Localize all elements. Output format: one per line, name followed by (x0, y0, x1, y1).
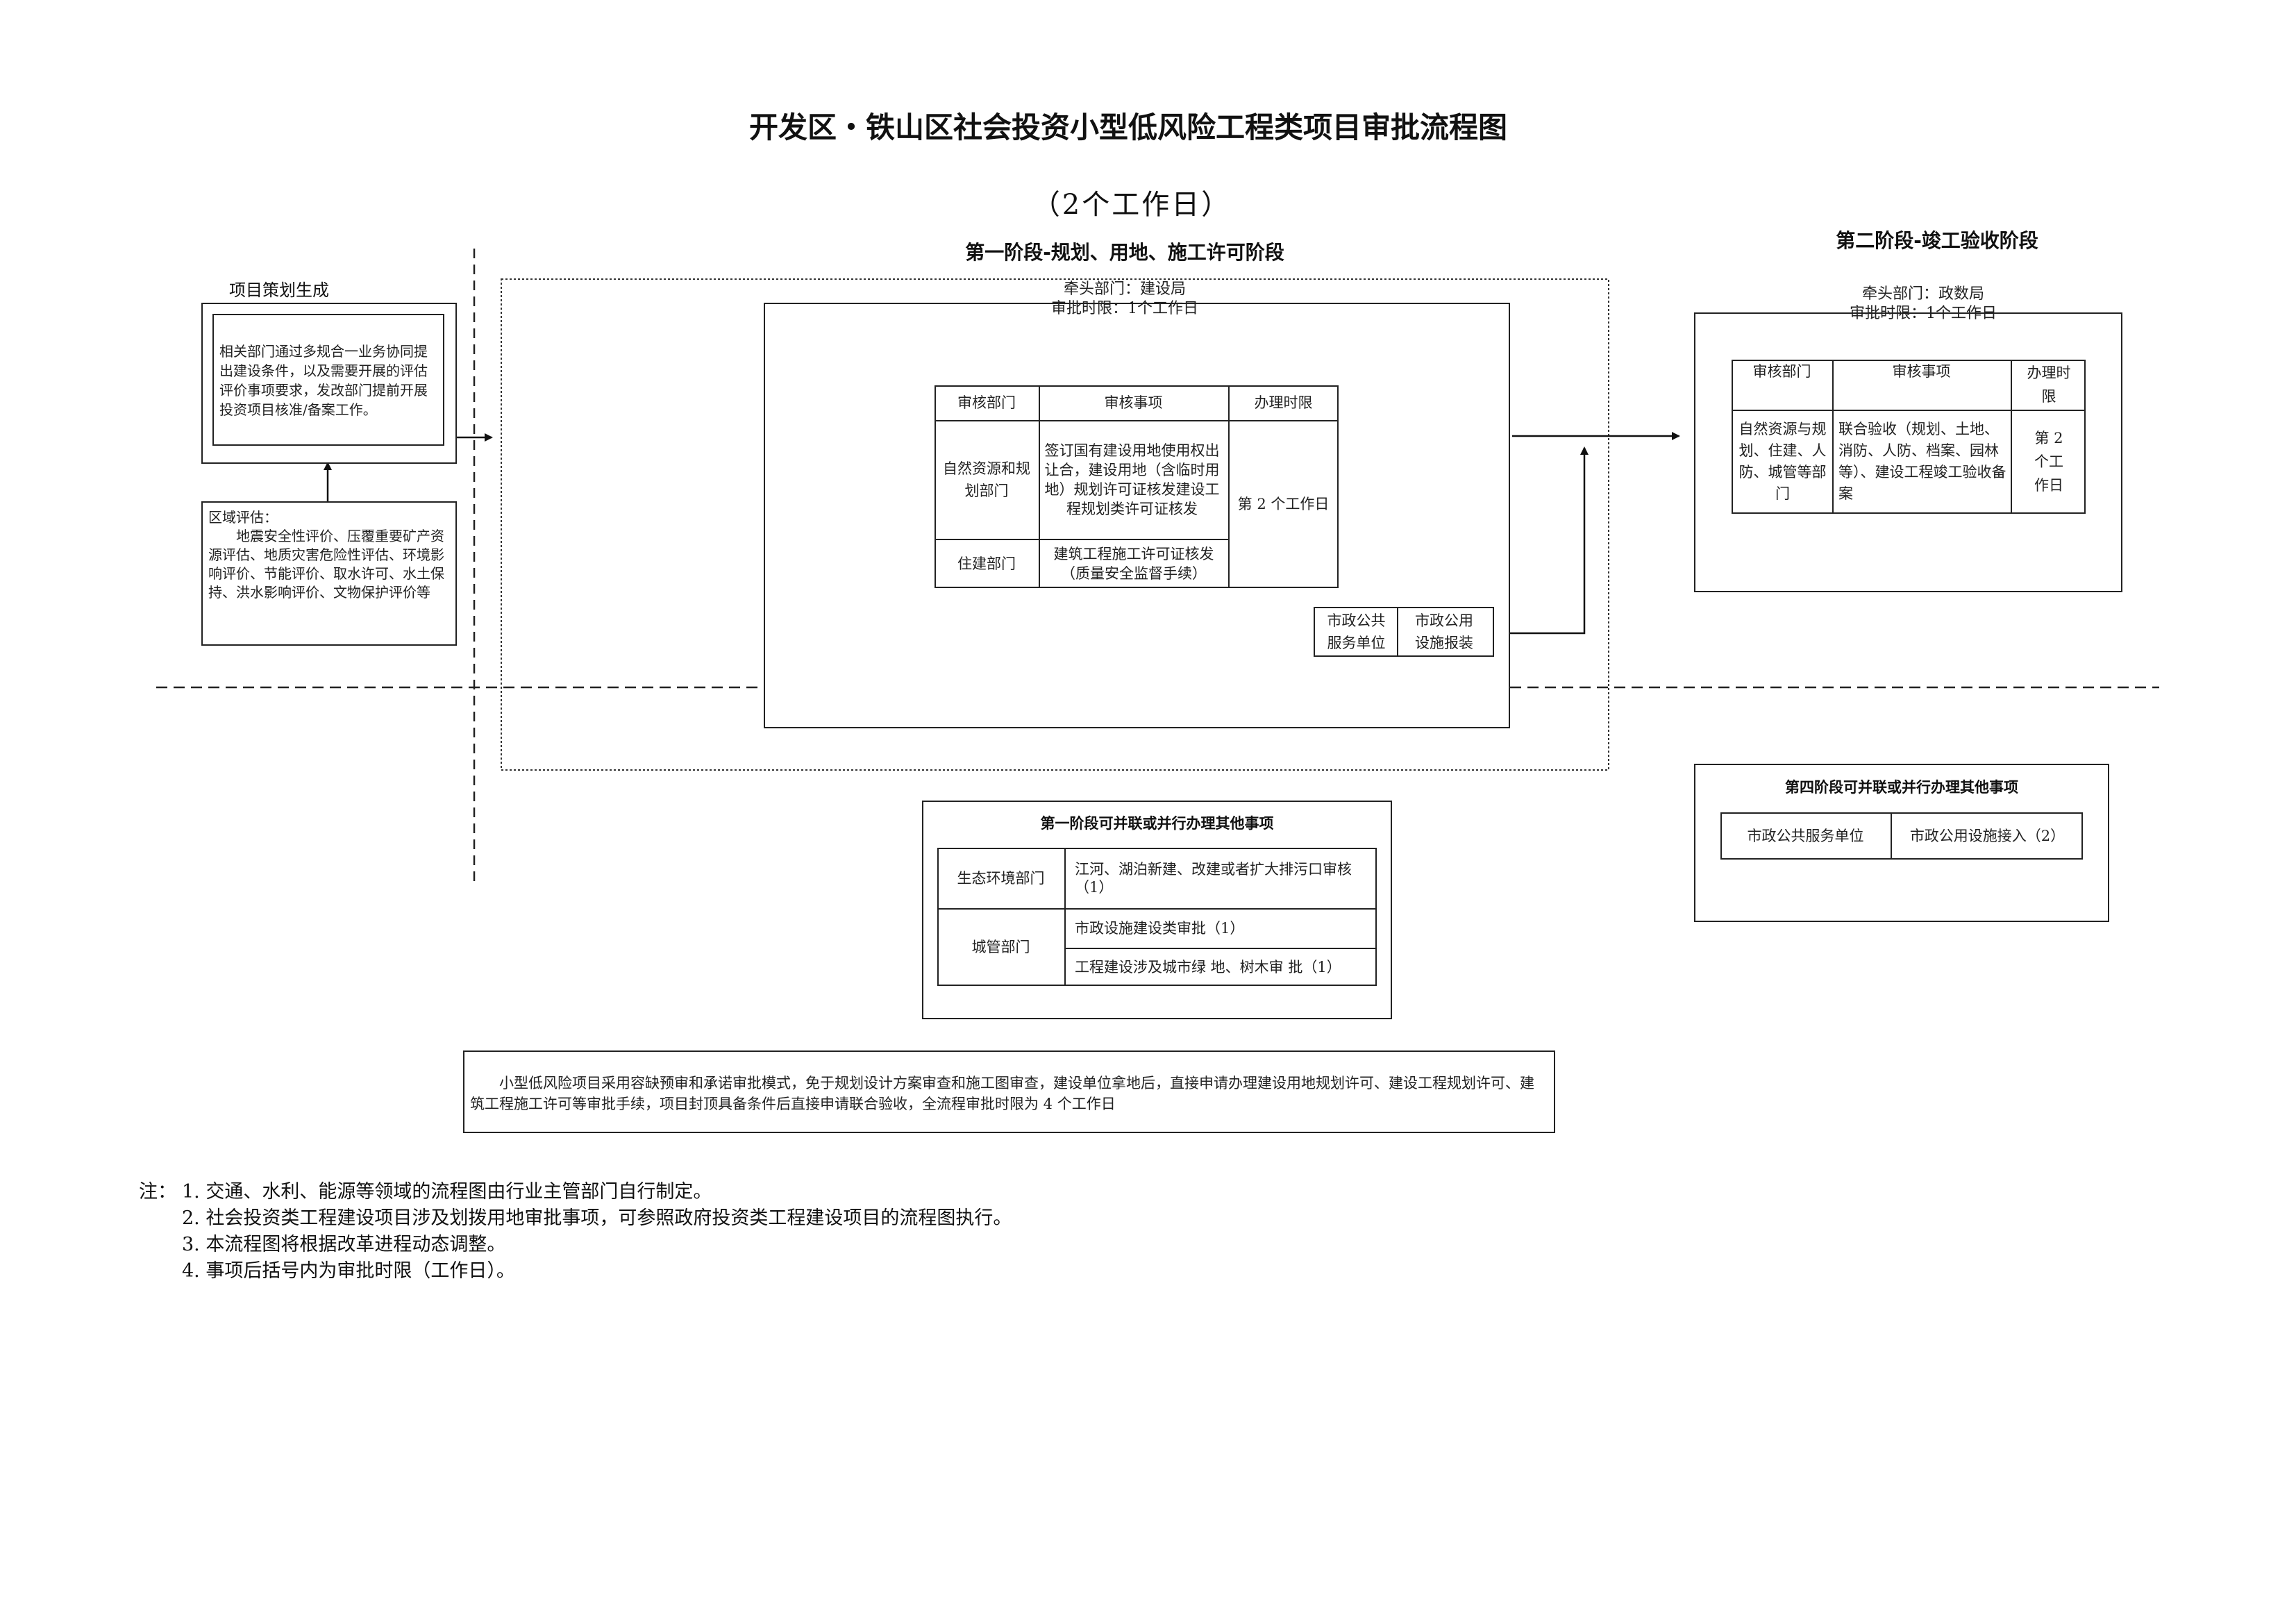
stage2-title: 第二阶段-竣工验收阶段 (1836, 229, 2038, 252)
stage1-municipal-item: 市政公用设施报装 (1415, 612, 1473, 651)
stage1-inner-frame (764, 303, 1510, 728)
stage1-row1-dept: 自然资源和规划部门 (943, 460, 1030, 499)
stage1-time-limit: 审批时限：1个工作日 (1051, 300, 1198, 317)
stage1-parallel-title: 第一阶段可并联或并行办理其他事项 (1040, 815, 1274, 832)
stage1-header-item: 审核事项 (1104, 394, 1163, 411)
stage1-parallel-row2-dept: 城管部门 (971, 939, 1030, 955)
note-item-4: 4. 事项后括号内为审批时限（工作日）。 (182, 1260, 515, 1282)
stage4-parallel-item: 市政公用设施接入（2） (1909, 828, 2065, 844)
regional-assessment-content: 地震安全性评价、压覆重要矿产资源评估、地质灾害危险性评估、环境影响评价、节能评价… (208, 528, 444, 601)
stage1-municipal-unit: 市政公共服务单位 (1327, 612, 1386, 651)
stage2-frame (1694, 312, 2122, 592)
note-item-2: 2. 社会投资类工程建设项目涉及划拨用地审批事项，可参照政府投资类工程建设项目的… (182, 1207, 1012, 1229)
page-subtitle: （2个工作日） (1032, 189, 1232, 221)
stage1-municipal-box: 市政公共服务单位 市政公用设施报装 (1314, 607, 1494, 657)
note-item-3: 3. 本流程图将根据改革进程动态调整。 (182, 1234, 506, 1255)
stage1-parallel-row1-dept: 生态环境部门 (957, 869, 1045, 887)
stage1-parallel-row1-item: 江河、湖泊新建、改建或者扩大排污口审核（1） (1075, 860, 1352, 896)
stage4-parallel-table: 市政公共服务单位 市政公用设施接入（2） (1720, 812, 2083, 860)
regional-assessment-label: 区域评估： (208, 509, 278, 526)
project-planning-label: 项目策划生成 (229, 281, 329, 300)
stage4-parallel-unit: 市政公共服务单位 (1747, 828, 1864, 844)
stage4-parallel-box (1694, 764, 2109, 922)
stage2-header-duration: 办理时限 (2027, 365, 2071, 405)
stage1-parallel-row2-item1: 市政设施建设类审批（1） (1075, 919, 1245, 937)
stage2-header-dept: 审核部门 (1752, 363, 1811, 380)
description-box: 小型低风险项目采用容缺预审和承诺审批模式，免于规划设计方案审查和施工图审查，建设… (463, 1050, 1555, 1133)
stage1-header-duration: 办理时限 (1254, 394, 1313, 411)
notes-prefix: 注： (139, 1181, 176, 1203)
stage1-parallel-table: 生态环境部门 江河、湖泊新建、改建或者扩大排污口审核（1） 城管部门 市政设施建… (937, 848, 1377, 986)
stage2-duration: 第 2 个工作日 (2034, 430, 2063, 494)
regional-assessment-box: 区域评估： 地震安全性评价、压覆重要矿产资源评估、地质灾害危险性评估、环境影响评… (201, 501, 457, 646)
stage1-table: 审核部门 审核事项 办理时限 自然资源和规划部门 签订国有建设用地使用权出让合，… (935, 385, 1339, 588)
stage1-dotted-frame (501, 278, 1609, 771)
description-text: 小型低风险项目采用容缺预审和承诺审批模式，免于规划设计方案审查和施工图审查，建设… (470, 1075, 1534, 1112)
stage2-header-item: 审核事项 (1892, 363, 1951, 380)
stage1-duration: 第 2 个工作日 (1237, 496, 1330, 512)
stage1-header-dept: 审核部门 (957, 394, 1016, 411)
note-item-1: 1. 交通、水利、能源等领域的流程图由行业主管部门自行制定。 (182, 1181, 712, 1203)
stage2-dept: 自然资源与规划、住建、人防、城管等部门 (1738, 421, 1827, 502)
arrow-municipal-to-stage2 (1494, 446, 1589, 635)
stage4-parallel-title: 第四阶段可并联或并行办理其他事项 (1785, 779, 2018, 796)
stage1-lead-dept: 牵头部门：建设局 (1063, 281, 1186, 298)
stage1-parallel-row2-item2: 工程建设涉及城市绿 地、树木审 批（1） (1075, 958, 1341, 976)
stage1-row1-item: 签订国有建设用地使用权出让合，建设用地（含临时用地）规划许可证核发建设工程规划类… (1044, 442, 1220, 517)
stage1-title: 第一阶段-规划、用地、施工许可阶段 (965, 241, 1284, 264)
stage2-time-limit: 审批时限：1个工作日 (1850, 305, 1997, 322)
stage1-row2-dept: 住建部门 (957, 555, 1016, 572)
stage2-item: 联合验收（规划、土地、消防、人防、档案、园林等）、建设工程竣工验收备案 (1838, 421, 2006, 502)
page-title: 开发区・铁山区社会投资小型低风险工程类项目审批流程图 (748, 110, 1507, 144)
stage2-table: 审核部门 审核事项 办理时限 自然资源与规划、住建、人防、城管等部门 联合验收（… (1732, 360, 2086, 514)
stage1-row2-item: 建筑工程施工许可证核发（质量安全监督手续） (1053, 545, 1214, 582)
stage1-parallel-box (922, 801, 1392, 1019)
project-planning-content: 相关部门通过多规合一业务协同提出建设条件，以及需要开展的评估评价事项要求，发改部… (212, 314, 444, 446)
project-planning-box: 相关部门通过多规合一业务协同提出建设条件，以及需要开展的评估评价事项要求，发改部… (201, 303, 457, 464)
notes-list: 1. 交通、水利、能源等领域的流程图由行业主管部门自行制定。 2. 社会投资类工… (182, 1179, 1012, 1284)
stage2-lead-dept: 牵头部门：政数局 (1861, 285, 1984, 303)
